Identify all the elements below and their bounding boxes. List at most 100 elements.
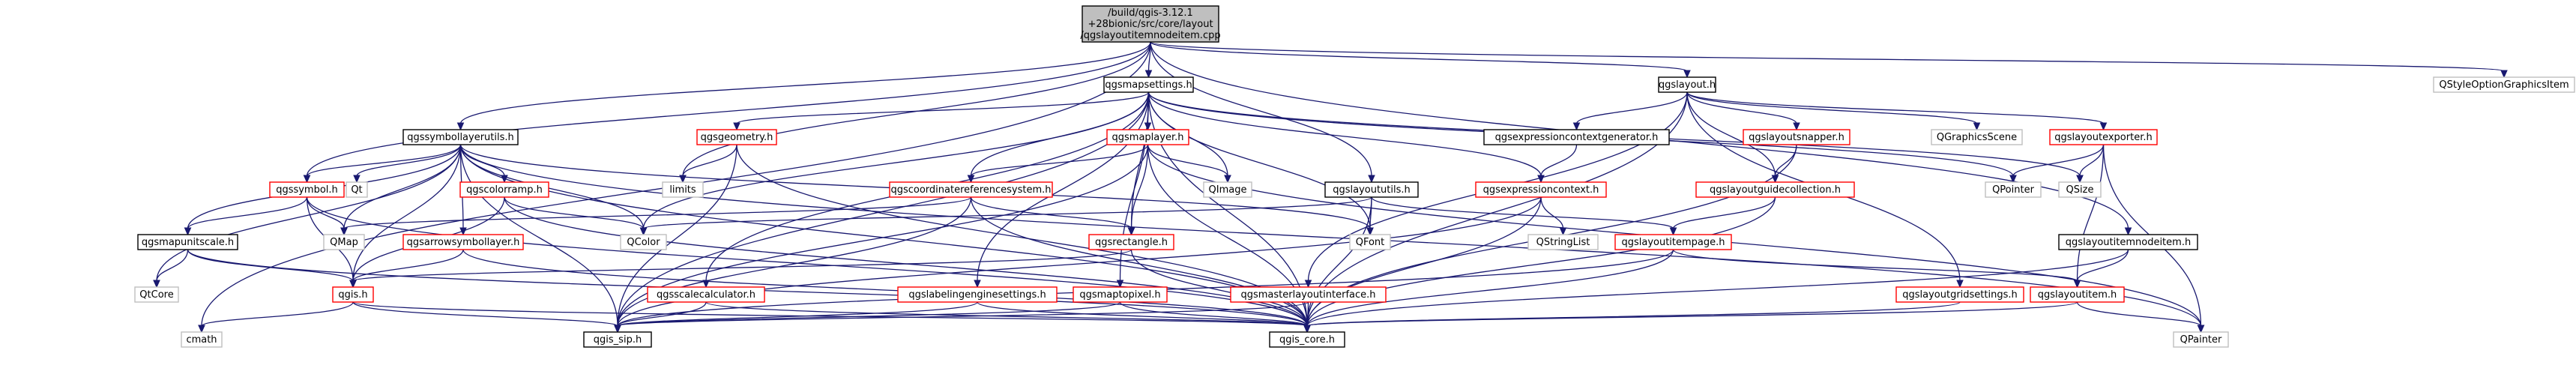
node-qgslayoutguidecoll[interactable]: qgslayoutguidecollection.h	[1695, 181, 1855, 198]
node-box-qgslayoutexporter	[2049, 129, 2158, 145]
edge-qgslayout-to-qgraphicsscene	[1686, 91, 1978, 124]
edge-qgslayoutexporter-to-qgslayoutitem	[2076, 144, 2105, 282]
node-cmath[interactable]: cmath	[181, 331, 223, 348]
node-qgsmasterlayout[interactable]: qgsmasterlayoutinterface.h	[1230, 286, 1387, 303]
node-label-qgsexprctxgen: qgsexpressioncontextgenerator.h	[1495, 132, 1659, 143]
node-qgsgeometry[interactable]: qgsgeometry.h	[696, 129, 777, 145]
edge-qgscrs-to-qmap	[343, 196, 972, 229]
edge-qgslayoutitemnodeitem-to-qgslayoutitem	[2076, 249, 2129, 282]
node-box-qgsarrowsymbollayer	[402, 234, 524, 250]
node-qgsrectangle[interactable]: qgsrectangle.h	[1088, 234, 1174, 250]
edge-arrowhead-qgsh-to-cmath	[198, 325, 205, 334]
node-box-qpointer	[1985, 181, 2042, 198]
edge-arrowhead-qgssymbol-to-qgsmapunitscale	[184, 227, 192, 236]
edge-qgslayoutitemnodeitem-to-qgiscore	[1306, 249, 2129, 327]
node-limits[interactable]: limits	[662, 181, 704, 198]
edge-arrowhead-qgscrs-to-qgsrectangle	[1127, 227, 1135, 236]
edge-arrowhead-qgsmapunitscale-to-qtcore	[153, 280, 160, 289]
edge-arrowhead-qgslayout-to-qgslayoutexporter	[2099, 122, 2108, 131]
node-qgscolorramp[interactable]: qgscolorramp.h	[459, 181, 549, 198]
node-qcolor[interactable]: QColor	[620, 234, 667, 250]
node-qgscrs[interactable]: qgscoordinatereferencesystem.h	[889, 181, 1053, 198]
edge-qgssymbollayerutils-to-qgssymbol	[306, 144, 462, 177]
node-qgsarrowsymbollayer[interactable]: qgsarrowsymbollayer.h	[402, 234, 524, 250]
node-label-qstyleoption: QStyleOptionGraphicsItem	[2439, 79, 2569, 91]
edge-qgsh-to-qgissip	[352, 301, 618, 327]
node-label-main: +28bionic/src/core/layout	[1088, 19, 1213, 30]
node-box-qt	[346, 181, 368, 198]
edge-qgslayoutsnapper-to-qgslayoutguidecoll	[1774, 144, 1797, 177]
node-layer: /build/qgis-3.12.1+28bionic/src/core/lay…	[134, 5, 2575, 348]
node-qpointer[interactable]: QPointer	[1985, 181, 2042, 198]
node-label-qgscrs: qgscoordinatereferencesystem.h	[890, 184, 1051, 196]
node-box-qimage	[1203, 181, 1252, 198]
node-box-qgslayoutitem	[2030, 286, 2125, 303]
node-qgsh[interactable]: qgis.h	[332, 286, 374, 303]
node-qgiscore[interactable]: qgis_core.h	[1269, 331, 1345, 348]
edge-qgsscalecalc-to-qgiscore	[705, 301, 1308, 327]
edge-arrowhead-qgslayout-to-qgsexprctxgen	[1572, 122, 1581, 131]
node-qgsmaplayer[interactable]: qgsmaplayer.h	[1106, 129, 1189, 145]
node-qgsexprctxgen[interactable]: qgsexpressioncontextgenerator.h	[1483, 129, 1670, 145]
node-label-qgiscore: qgis_core.h	[1279, 334, 1335, 346]
node-label-qgsscalecalc: qgsscalecalculator.h	[657, 289, 755, 301]
node-label-qimage: QImage	[1209, 184, 1247, 196]
node-qgsscalecalc[interactable]: qgsscalecalculator.h	[647, 286, 765, 303]
node-qgslayoututils[interactable]: qgslayoututils.h	[1324, 181, 1419, 198]
node-box-qgscrs	[889, 181, 1053, 198]
node-label-qgsrectangle: qgsrectangle.h	[1095, 237, 1168, 248]
node-box-qgslayoutgrid	[1895, 286, 2024, 303]
edge-arrowhead-qgsmapsettings-to-qgsgeometry	[733, 122, 740, 131]
edge-arrowhead-qgslayoututils-to-qgslayoutitempage	[1669, 227, 1677, 236]
node-box-qgsmaplayer	[1106, 129, 1189, 145]
edge-qgsmaplayer-to-qgsrectangle	[1130, 144, 1149, 229]
node-qsize[interactable]: QSize	[2058, 181, 2102, 198]
node-main[interactable]: /build/qgis-3.12.1+28bionic/src/core/lay…	[1080, 5, 1221, 43]
node-box-qgsh	[332, 286, 374, 303]
node-label-qgsarrowsymbollayer: qgsarrowsymbollayer.h	[407, 237, 520, 248]
node-qgslayoutitemnodeitem[interactable]: qgslayoutitemnodeitem.h	[2058, 234, 2198, 250]
node-qgslayout[interactable]: qgslayout.h	[1658, 76, 1716, 93]
node-qgssymbol[interactable]: qgssymbol.h	[269, 181, 345, 198]
node-box-main	[1082, 5, 1219, 43]
node-qtcore[interactable]: QtCore	[134, 286, 179, 303]
node-label-qgslayoututils: qgslayoututils.h	[1333, 184, 1411, 196]
node-label-qgslayoutitempage: qgslayoutitempage.h	[1621, 237, 1725, 248]
edge-qgsmapsettings-to-qfont	[1147, 91, 1371, 229]
node-qmap[interactable]: QMap	[323, 234, 365, 250]
node-qgissip[interactable]: qgis_sip.h	[583, 331, 652, 348]
node-qgsmapsettings[interactable]: qgsmapsettings.h	[1103, 76, 1194, 93]
node-qgraphicsscene[interactable]: QGraphicsScene	[1931, 129, 2023, 145]
edge-qgsmaplayer-to-qgscrs	[970, 144, 1149, 177]
node-qpainter[interactable]: QPainter	[2173, 331, 2229, 348]
edge-arrowhead-main-to-qstyleoption	[2500, 70, 2508, 79]
node-label-qgslayoutexporter: qgslayoutexporter.h	[2054, 132, 2152, 143]
node-qgslayoutgrid[interactable]: qgslayoutgridsettings.h	[1895, 286, 2024, 303]
edge-arrowhead-qgsmaplayer-to-qgscrs	[967, 175, 975, 184]
edge-qgslayoutitem-to-qpainter	[2076, 301, 2202, 327]
edge-arrowhead-qgsrectangle-to-qgsh	[349, 280, 357, 289]
node-qfont[interactable]: QFont	[1349, 234, 1391, 250]
edge-main-to-qgssymbol	[306, 41, 1151, 177]
node-qgslayoutitempage[interactable]: qgslayoutitempage.h	[1614, 234, 1732, 250]
node-qgsmaptopixel[interactable]: qgsmaptopixel.h	[1073, 286, 1168, 303]
node-qgslayoutitem[interactable]: qgslayoutitem.h	[2030, 286, 2125, 303]
node-qgsexprctx[interactable]: qgsexpressioncontext.h	[1475, 181, 1607, 198]
edge-main-to-qgslayout	[1150, 41, 1688, 72]
node-qstringlist[interactable]: QStringList	[1527, 234, 1599, 250]
edge-qgsmasterlayout-to-qgissip	[617, 301, 1309, 327]
node-qgssymbollayerutils[interactable]: qgssymbollayerutils.h	[402, 129, 519, 145]
node-qgslabeling[interactable]: qgslabelingenginesettings.h	[897, 286, 1058, 303]
node-qgslayoutexporter[interactable]: qgslayoutexporter.h	[2049, 129, 2158, 145]
edge-arrowhead-main-to-qgslayoutitemnodeitem	[2124, 227, 2132, 236]
node-qgsmapunitscale[interactable]: qgsmapunitscale.h	[137, 234, 238, 250]
node-qt[interactable]: Qt	[346, 181, 368, 198]
node-qstyleoption[interactable]: QStyleOptionGraphicsItem	[2433, 76, 2575, 93]
node-box-qstyleoption	[2433, 76, 2575, 93]
node-label-main: /qgslayoutitemnodeitem.cpp	[1080, 30, 1220, 41]
node-label-qgsmasterlayout: qgsmasterlayoutinterface.h	[1240, 289, 1375, 301]
node-qimage[interactable]: QImage	[1203, 181, 1252, 198]
edge-main-to-qgslayoututils	[1150, 41, 1372, 177]
node-qgslayoutsnapper[interactable]: qgslayoutsnapper.h	[1743, 129, 1850, 145]
node-label-qgslabeling: qgslabelingenginesettings.h	[908, 289, 1046, 301]
